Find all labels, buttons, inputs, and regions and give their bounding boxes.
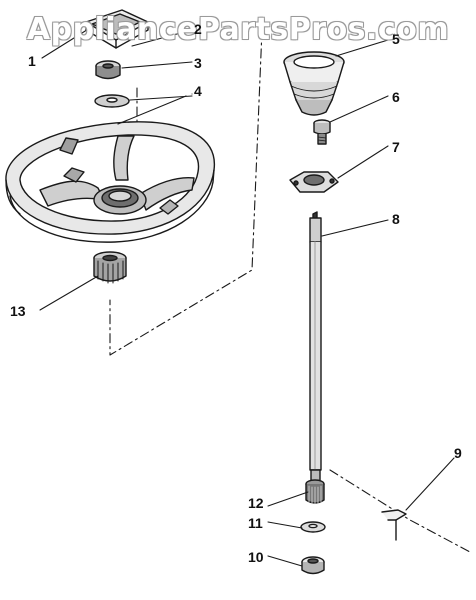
flange-bushing-part	[289, 171, 339, 193]
steering-wheel-part	[5, 121, 216, 243]
callout-6: 6	[392, 89, 400, 105]
callout-5: 5	[392, 31, 400, 47]
callout-3: 3	[194, 55, 202, 71]
callout-4: 4	[194, 83, 202, 99]
callout-8: 8	[392, 211, 400, 227]
pinion-gear-part	[305, 479, 325, 505]
spline-adapter-part	[93, 251, 127, 284]
watermark-text: AppliancePartsPros.com	[26, 12, 450, 47]
callout-11: 11	[248, 515, 263, 531]
bolt-part	[313, 119, 331, 145]
steering-shaft-part	[309, 211, 322, 483]
callout-10: 10	[248, 549, 264, 565]
leader-lines	[39, 27, 455, 567]
callout-7: 7	[392, 139, 400, 155]
retaining-ring-part	[301, 556, 325, 575]
callout-13: 13	[10, 303, 26, 319]
key-pin-part	[381, 509, 407, 541]
column-boot-part	[283, 51, 345, 116]
assembly-dashed-lines	[109, 29, 471, 553]
washer-part	[94, 94, 130, 108]
callout-12: 12	[248, 495, 264, 511]
shaft-washer-part	[300, 521, 326, 533]
hex-nut-part	[95, 60, 121, 80]
callout-2: 2	[194, 21, 202, 37]
callout-9: 9	[454, 445, 462, 461]
callout-1: 1	[28, 53, 36, 69]
horn-cap-part	[85, 9, 149, 49]
